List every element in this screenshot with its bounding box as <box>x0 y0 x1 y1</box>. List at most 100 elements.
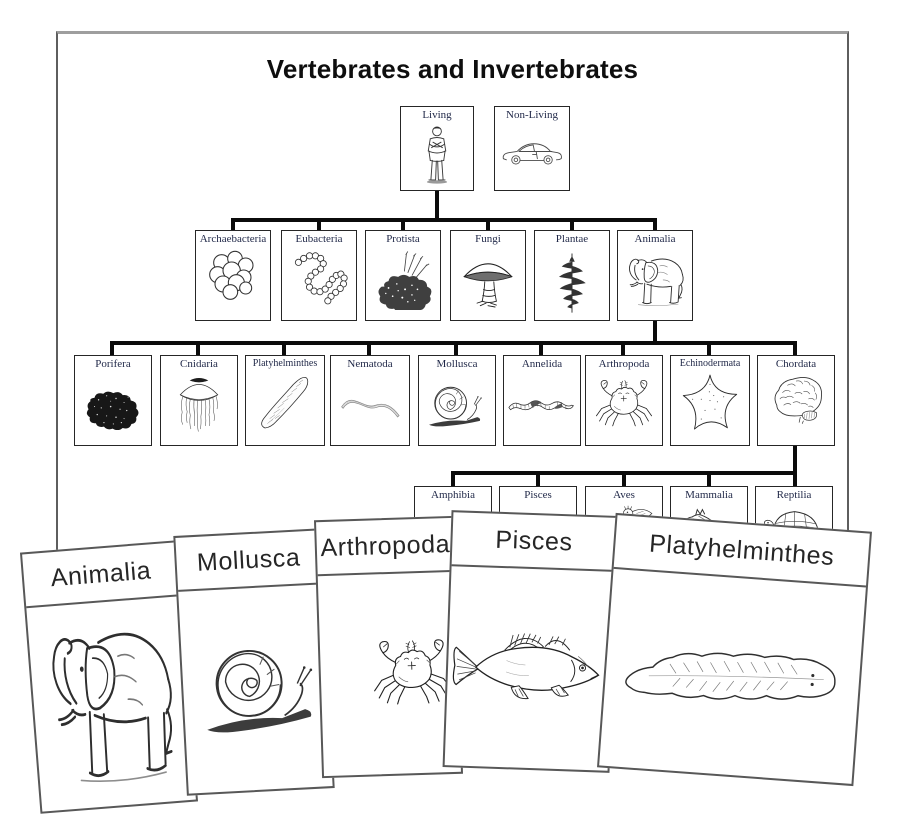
tree-connector <box>401 220 405 230</box>
node-label: Chordata <box>775 358 817 370</box>
tree-connector <box>570 220 574 230</box>
tree-connector <box>621 343 625 355</box>
classification-chart-page: Vertebrates and Invertebrates Living Non… <box>56 31 849 589</box>
node-nematoda: Nematoda <box>330 355 410 446</box>
card-image-area <box>445 566 615 771</box>
node-living: Living <box>400 106 474 191</box>
node-archaebacteria: Archaebacteria <box>195 230 271 321</box>
cell-chain-icon <box>288 248 350 310</box>
node-label: Annelida <box>521 358 563 370</box>
card-pisces: Pisces <box>442 510 619 773</box>
node-annelida: Annelida <box>503 355 581 446</box>
node-label: Porifera <box>95 358 131 370</box>
tree-connector <box>451 473 455 486</box>
tree-connector <box>486 220 490 230</box>
tree-connector <box>110 341 797 345</box>
node-label: Animalia <box>634 233 676 245</box>
tree-connector <box>317 220 321 230</box>
tree-connector <box>622 473 626 486</box>
card-title: Pisces <box>451 512 617 572</box>
jellyfish-icon <box>174 373 224 434</box>
flatworm-icon <box>255 372 315 432</box>
node-arthropoda: Arthropoda <box>585 355 663 446</box>
node-label: Nematoda <box>347 358 393 370</box>
node-fungi: Fungi <box>450 230 526 321</box>
tree-connector <box>653 220 657 230</box>
crab-icon <box>591 379 657 429</box>
node-label: Mollusca <box>436 358 478 370</box>
tree-connector <box>454 343 458 355</box>
card-animalia: Animalia <box>19 540 199 814</box>
snail-icon <box>194 621 331 756</box>
tree-connector <box>435 191 439 220</box>
node-label: Echinodermata <box>679 358 741 369</box>
node-label: Cnidaria <box>180 358 218 370</box>
card-arthropoda: Arthropoda <box>313 515 464 779</box>
roundworm-icon <box>337 385 403 425</box>
tree-connector <box>793 473 797 486</box>
node-protista: Protista <box>365 230 441 321</box>
card-platyhelminthes: Platyhelminthes <box>597 512 872 787</box>
tree-connector <box>110 343 114 355</box>
fern-icon <box>551 248 593 314</box>
node-label: Living <box>422 109 452 121</box>
tree-connector <box>231 218 657 222</box>
node-eubacteria: Eubacteria <box>281 230 357 321</box>
algae-icon <box>372 248 434 310</box>
node-label: Mammalia <box>685 489 733 501</box>
tree-connector <box>707 473 711 486</box>
tree-connector <box>793 343 797 355</box>
node-label: Protista <box>386 233 420 245</box>
node-non-living: Non-Living <box>494 106 570 191</box>
elephant-icon <box>30 614 193 793</box>
tree-connector <box>231 220 235 230</box>
cell-cluster-icon <box>203 248 263 308</box>
node-label: Platyhelminthes <box>252 358 318 369</box>
snail-icon <box>425 379 489 433</box>
node-mollusca: Mollusca <box>418 355 496 446</box>
card-mollusca: Mollusca <box>173 528 335 796</box>
node-cnidaria: Cnidaria <box>160 355 238 446</box>
node-animalia: Animalia <box>617 230 693 321</box>
elephant-icon <box>620 254 690 308</box>
tree-connector <box>707 343 711 355</box>
tree-connector <box>793 446 797 473</box>
node-label: Reptilia <box>776 489 812 501</box>
tree-connector <box>282 343 286 355</box>
node-label: Archaebacteria <box>199 233 267 245</box>
node-echinodermata: Echinodermata <box>670 355 750 446</box>
tree-connector <box>653 321 657 343</box>
page-title: Vertebrates and Invertebrates <box>266 54 639 84</box>
tree-connector <box>539 343 543 355</box>
node-label: Eubacteria <box>295 233 343 245</box>
segmented-worm-icon <box>506 393 578 419</box>
node-label: Amphibia <box>431 489 475 501</box>
card-image-area <box>26 596 196 811</box>
tree-connector <box>536 473 540 486</box>
node-label: Plantae <box>555 233 589 245</box>
card-image-area <box>599 569 866 784</box>
sponge-icon <box>81 373 145 430</box>
card-title: Mollusca <box>175 530 323 592</box>
card-image-area <box>318 572 461 776</box>
node-plantae: Plantae <box>534 230 610 321</box>
node-label: Arthropoda <box>598 358 650 370</box>
node-platyhelminthes: Platyhelminthes <box>245 355 325 446</box>
node-porifera: Porifera <box>74 355 152 446</box>
tree-connector <box>367 343 371 355</box>
card-title: Arthropoda <box>316 517 455 577</box>
node-label: Pisces <box>524 489 552 501</box>
person-icon <box>420 124 454 186</box>
mushroom-icon <box>459 248 517 308</box>
starfish-icon <box>679 372 741 434</box>
tree-connector <box>196 343 200 355</box>
node-label: Non-Living <box>506 109 558 121</box>
car-icon <box>499 136 565 167</box>
tree-connector <box>451 471 797 475</box>
node-label: Fungi <box>475 233 501 245</box>
fish-icon <box>447 620 612 717</box>
node-chordata: Chordata <box>757 355 835 446</box>
node-label: Aves <box>613 489 635 501</box>
brain-icon <box>765 373 827 430</box>
